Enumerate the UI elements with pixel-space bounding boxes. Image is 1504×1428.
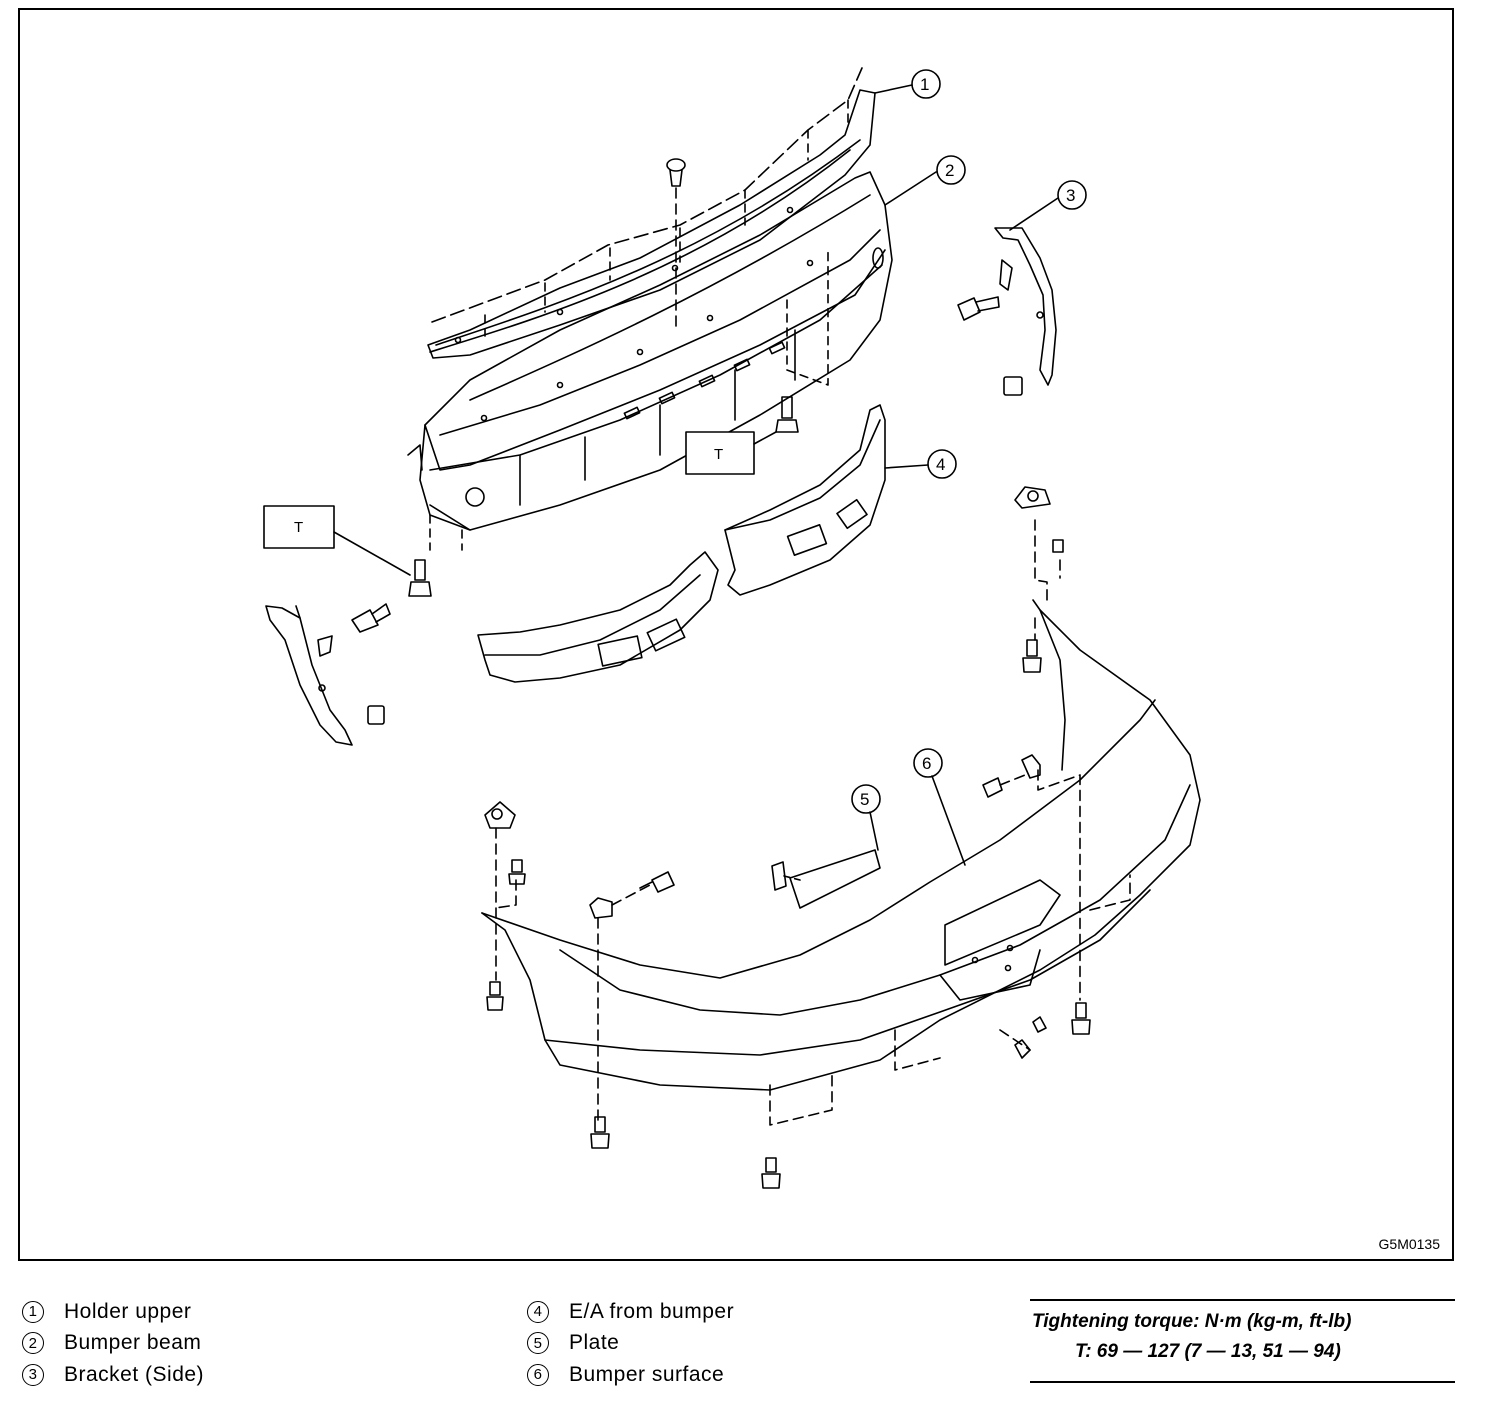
bumper-fastener-lines	[494, 519, 1131, 1126]
legend-label: E/A from bumper	[569, 1299, 735, 1323]
legend-item: 5 Plate	[527, 1328, 734, 1360]
callout-1: 1	[874, 69, 941, 99]
callout-4: 4	[884, 449, 957, 479]
exploded-bumper-diagram: T T	[263, 67, 1201, 1189]
torque-title: Tightening torque: N·m (kg-m, ft-lb)	[1032, 1311, 1352, 1332]
bolt-set	[486, 539, 1091, 1189]
clip-nut-left	[484, 801, 516, 829]
legend-number: 3	[22, 1363, 44, 1386]
legend-number: 5	[527, 1332, 549, 1355]
bumper-surface-part	[481, 599, 1201, 1091]
torque-spec-box: Tightening torque: N·m (kg-m, ft-lb) T: …	[1030, 1299, 1455, 1383]
callout-5: 5	[851, 784, 881, 851]
legend-label: Holder upper	[64, 1299, 192, 1323]
torque-value: T: 69 — 127 (7 — 13, 51 — 94)	[1075, 1341, 1341, 1362]
legend-number: 2	[22, 1332, 44, 1355]
plate-part	[771, 849, 881, 909]
svg-text:3: 3	[1066, 186, 1075, 205]
figure-code: G5M0135	[1378, 1236, 1440, 1252]
figure-frame	[18, 8, 1454, 1261]
clip-nut-right	[1014, 486, 1051, 509]
torque-marker-text: T	[294, 519, 303, 536]
energy-absorber-part	[477, 404, 886, 683]
torque-label-box-right: T	[685, 431, 777, 475]
legend-mid: 4 E/A from bumper 5 Plate 6 Bumper surfa…	[527, 1296, 734, 1391]
legend-left: 1 Holder upper 2 Bumper beam 3 Bracket (…	[22, 1296, 204, 1391]
holder-upper-part	[427, 67, 876, 359]
svg-text:4: 4	[936, 455, 945, 474]
beam-bolt-right	[775, 396, 799, 433]
bracket-side-left	[265, 603, 391, 746]
torque-label-box-left: T	[263, 505, 411, 576]
legend-item: 3 Bracket (Side)	[22, 1359, 204, 1391]
legend-number: 1	[22, 1300, 44, 1323]
bracket-side-right	[957, 227, 1057, 396]
beam-bolt-left	[408, 559, 432, 597]
callout-6: 6	[913, 748, 966, 866]
legend-item: 6 Bumper surface	[527, 1359, 734, 1391]
bumper-beam-part	[407, 171, 893, 551]
legend-item: 1 Holder upper	[22, 1296, 204, 1328]
legend-label: Bumper beam	[64, 1331, 202, 1355]
svg-text:6: 6	[922, 754, 931, 773]
svg-text:2: 2	[945, 161, 954, 180]
legend-number: 4	[527, 1300, 549, 1323]
clip-screw	[666, 158, 686, 331]
legend-label: Bracket (Side)	[64, 1362, 205, 1386]
legend-label: Plate	[569, 1331, 620, 1355]
callout-3: 3	[1009, 180, 1087, 231]
legend-label: Bumper surface	[569, 1362, 725, 1386]
svg-text:1: 1	[920, 75, 929, 94]
svg-text:5: 5	[860, 790, 869, 809]
legend-item: 2 Bumper beam	[22, 1328, 204, 1360]
legend-item: 4 E/A from bumper	[527, 1296, 734, 1328]
callout-2: 2	[884, 155, 966, 206]
legend-number: 6	[527, 1363, 549, 1386]
torque-marker-text: T	[714, 446, 723, 463]
